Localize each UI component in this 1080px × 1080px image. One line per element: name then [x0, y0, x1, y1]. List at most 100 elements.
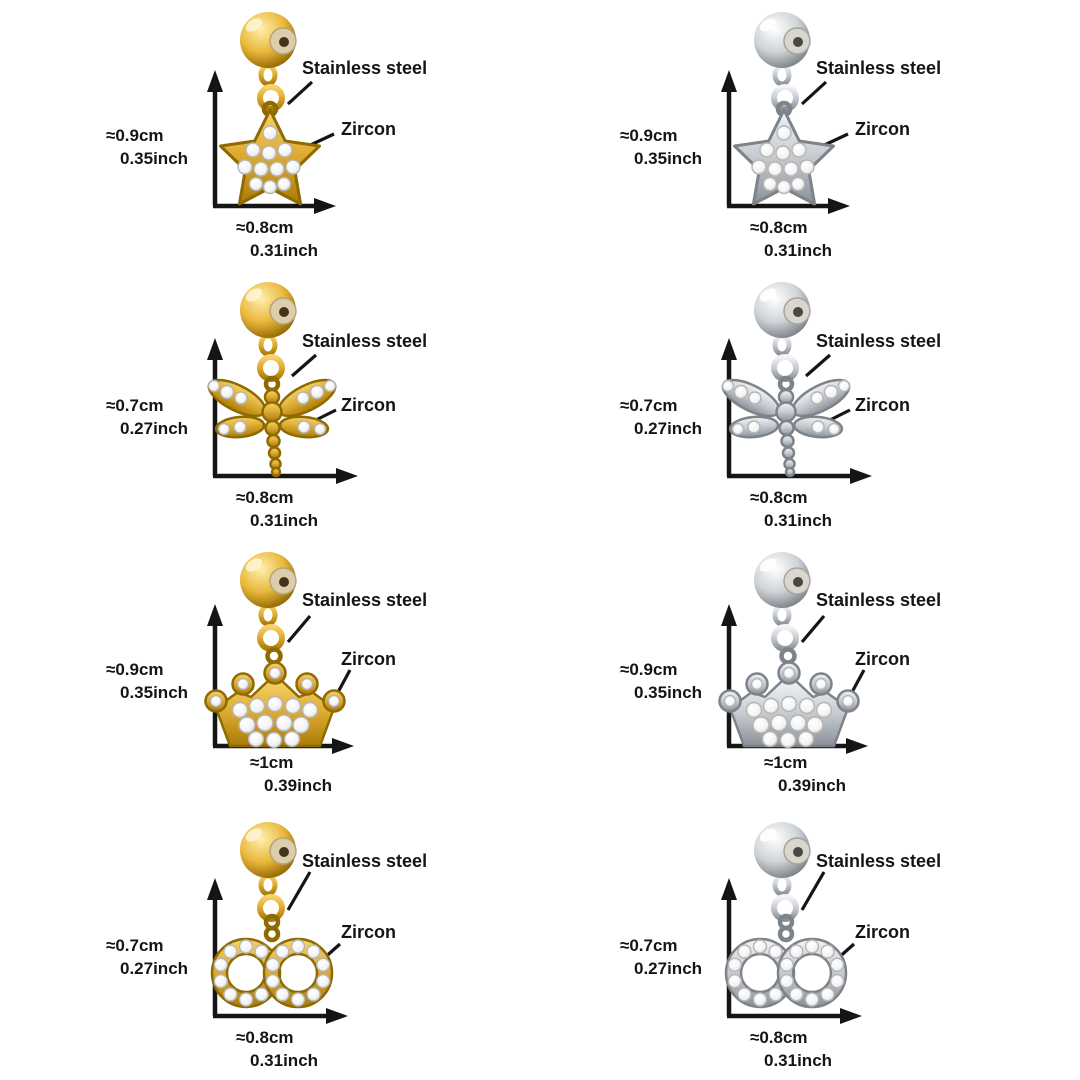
width-cm: ≈0.8cm	[236, 218, 294, 237]
stopper-bead-icon	[754, 552, 810, 649]
height-dimension: ≈0.7cm 0.27inch	[620, 394, 702, 440]
stopper-bead-icon	[240, 552, 296, 649]
stone-label: Zircon	[341, 395, 397, 415]
width-cm: ≈1cm	[250, 753, 294, 772]
height-inch: 0.27inch	[634, 419, 703, 438]
height-cm: ≈0.7cm	[620, 396, 678, 415]
stopper-bead-icon	[754, 282, 810, 379]
stone-label: Zircon	[341, 119, 397, 139]
material-label: Stainless steel	[816, 331, 942, 351]
material-pointer-line	[800, 80, 828, 106]
height-cm: ≈0.7cm	[620, 936, 678, 955]
height-cm: ≈0.7cm	[106, 396, 164, 415]
dimension-figure	[0, 540, 354, 754]
dimension-figure	[207, 810, 348, 1024]
material-label: Stainless steel	[302, 590, 428, 610]
panel-inner: Stainless steel Zircon ≈0.7cm 0.27inch ≈…	[0, 810, 540, 1080]
width-dimension: ≈0.8cm 0.31inch	[750, 486, 832, 532]
panel-inner: Stainless steel Zircon ≈0.7cm 0.27inch ≈…	[514, 270, 1054, 540]
width-inch: 0.31inch	[764, 241, 833, 260]
stone-pointer-line	[335, 669, 352, 695]
width-inch: 0.31inch	[250, 241, 319, 260]
width-inch: 0.31inch	[764, 511, 833, 530]
height-dimension: ≈0.7cm 0.27inch	[106, 934, 188, 980]
panel-crown-silver: Stainless steel Zircon ≈0.9cm 0.35inch ≈…	[540, 540, 1080, 810]
height-cm: ≈0.9cm	[620, 126, 678, 145]
stone-label: Zircon	[855, 922, 911, 942]
height-inch: 0.27inch	[634, 959, 703, 978]
panel-inner: Stainless steel Zircon ≈0.9cm 0.35inch ≈…	[514, 540, 1054, 810]
width-inch: 0.31inch	[764, 1051, 833, 1070]
dimension-figure	[514, 540, 868, 754]
stone-label: Zircon	[855, 649, 911, 669]
panel-inner: Stainless steel Zircon ≈0.9cm 0.35inch ≈…	[0, 0, 540, 270]
stone-label: Zircon	[855, 119, 911, 139]
height-dimension: ≈0.9cm 0.35inch	[106, 124, 188, 170]
stopper-bead-icon	[754, 822, 810, 919]
crown-charm-icon	[720, 650, 859, 748]
material-label: Stainless steel	[302, 58, 428, 78]
width-dimension: ≈0.8cm 0.31inch	[750, 1026, 832, 1072]
crown-charm-icon	[206, 650, 345, 748]
stopper-bead-icon	[240, 12, 296, 109]
double-circles-charm-icon	[726, 916, 846, 1007]
panel-inner: Stainless steel Zircon ≈0.7cm 0.27inch ≈…	[0, 270, 540, 540]
panel-inner: Stainless steel Zircon ≈0.7cm 0.27inch ≈…	[514, 810, 1054, 1080]
material-label: Stainless steel	[302, 331, 428, 351]
dimension-figure	[514, 270, 872, 484]
panel-dragonfly-silver: Stainless steel Zircon ≈0.7cm 0.27inch ≈…	[540, 270, 1080, 540]
stopper-bead-icon	[240, 822, 296, 919]
stopper-bead-icon	[754, 12, 810, 109]
material-pointer-line	[286, 871, 312, 911]
dragonfly-charm-icon	[204, 373, 341, 476]
stone-label: Zircon	[855, 395, 911, 415]
width-inch: 0.31inch	[250, 1051, 319, 1070]
width-dimension: ≈0.8cm 0.31inch	[236, 216, 318, 262]
panel-dragonfly-gold: Stainless steel Zircon ≈0.7cm 0.27inch ≈…	[0, 270, 540, 540]
height-inch: 0.35inch	[634, 683, 703, 702]
height-dimension: ≈0.9cm 0.35inch	[106, 658, 188, 704]
width-dimension: ≈0.8cm 0.31inch	[236, 1026, 318, 1072]
panel-double-circles-silver: Stainless steel Zircon ≈0.7cm 0.27inch ≈…	[540, 810, 1080, 1080]
height-inch: 0.35inch	[120, 149, 189, 168]
material-pointer-line	[286, 614, 312, 644]
material-label: Stainless steel	[302, 851, 428, 871]
width-cm: ≈0.8cm	[750, 1028, 808, 1047]
panel-double-circles-gold: Stainless steel Zircon ≈0.7cm 0.27inch ≈…	[0, 810, 540, 1080]
material-pointer-line	[800, 614, 826, 644]
double-circles-charm-icon	[212, 916, 332, 1007]
material-label: Stainless steel	[816, 851, 942, 871]
star-charm-icon	[221, 103, 320, 204]
height-dimension: ≈0.9cm 0.35inch	[620, 124, 702, 170]
width-cm: ≈0.8cm	[236, 1028, 294, 1047]
height-inch: 0.35inch	[120, 683, 189, 702]
material-label: Stainless steel	[816, 58, 942, 78]
panel-crown-gold: Stainless steel Zircon ≈0.9cm 0.35inch ≈…	[0, 540, 540, 810]
height-dimension: ≈0.9cm 0.35inch	[620, 658, 702, 704]
dimension-figure	[721, 810, 862, 1024]
dragonfly-charm-icon	[718, 373, 855, 476]
stopper-bead-icon	[240, 282, 296, 379]
width-inch: 0.31inch	[250, 511, 319, 530]
width-dimension: ≈1cm 0.39inch	[250, 751, 332, 797]
height-cm: ≈0.9cm	[106, 126, 164, 145]
panel-star-silver: Stainless steel Zircon ≈0.9cm 0.35inch ≈…	[540, 0, 1080, 270]
material-pointer-line	[800, 871, 826, 911]
stone-label: Zircon	[341, 649, 397, 669]
width-cm: ≈1cm	[764, 753, 808, 772]
width-dimension: ≈1cm 0.39inch	[764, 751, 846, 797]
height-cm: ≈0.7cm	[106, 936, 164, 955]
width-dimension: ≈0.8cm 0.31inch	[236, 486, 318, 532]
stone-label: Zircon	[341, 922, 397, 942]
material-pointer-line	[290, 353, 318, 378]
stone-pointer-line	[849, 669, 866, 695]
height-inch: 0.35inch	[634, 149, 703, 168]
width-dimension: ≈0.8cm 0.31inch	[750, 216, 832, 262]
material-label: Stainless steel	[816, 590, 942, 610]
star-charm-icon	[735, 103, 834, 204]
dimension-figure	[0, 270, 358, 484]
height-dimension: ≈0.7cm 0.27inch	[106, 394, 188, 440]
panel-inner: Stainless steel Zircon ≈0.9cm 0.35inch ≈…	[0, 540, 540, 810]
dimension-figure	[721, 0, 850, 214]
